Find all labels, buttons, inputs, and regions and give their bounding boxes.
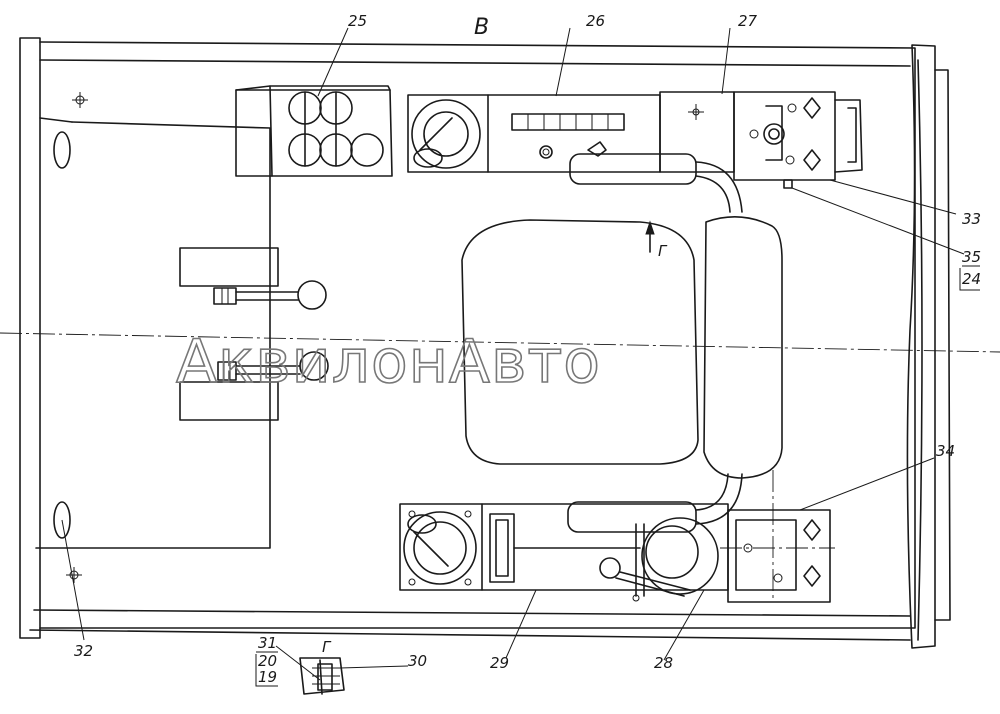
- center-axis: [0, 332, 1000, 353]
- callout-28: 28: [654, 654, 673, 672]
- cable-conduit-upper: [569, 153, 743, 213]
- section-mark-seat: Г: [658, 242, 668, 260]
- callout-31: 31: [258, 634, 277, 652]
- control-console-26: [407, 94, 661, 173]
- callout-35: 35: [962, 248, 981, 266]
- callout-32: 32: [74, 642, 93, 660]
- section-mark-detail: Г: [322, 638, 332, 656]
- callout-19: 19: [258, 668, 277, 686]
- leader-lines: [61, 27, 965, 681]
- cab-frame: [19, 37, 951, 649]
- callout-26: 26: [586, 12, 605, 30]
- watermark: АквилонАвто: [176, 327, 601, 397]
- callout-labels: В 25 26 27 33 35 24 34 32 29 28 31 20 19…: [74, 12, 981, 687]
- direction-arrow: [645, 220, 655, 253]
- callout-29: 29: [490, 654, 509, 672]
- detail-g-inset: Г: [299, 638, 345, 695]
- lever-mechanism-28: [599, 517, 719, 602]
- control-box-27: [659, 91, 863, 189]
- callout-27: 27: [738, 12, 758, 30]
- mount-hole-bottom: [66, 567, 82, 583]
- callout-33: 33: [962, 210, 981, 228]
- operator-seat: Г: [461, 216, 783, 479]
- view-label: В: [474, 15, 489, 40]
- mount-hole-top: [72, 92, 88, 108]
- cable-conduit-lower: [567, 473, 743, 533]
- callout-25: 25: [348, 12, 367, 30]
- instrument-panel-25: [235, 85, 393, 177]
- control-box-34: [727, 509, 831, 603]
- callout-30: 30: [408, 652, 427, 670]
- callout-34: 34: [936, 442, 955, 460]
- callout-20: 20: [258, 652, 277, 670]
- callout-24: 24: [962, 270, 981, 288]
- pedal-lower: [179, 351, 329, 421]
- pedal-upper: [179, 247, 327, 310]
